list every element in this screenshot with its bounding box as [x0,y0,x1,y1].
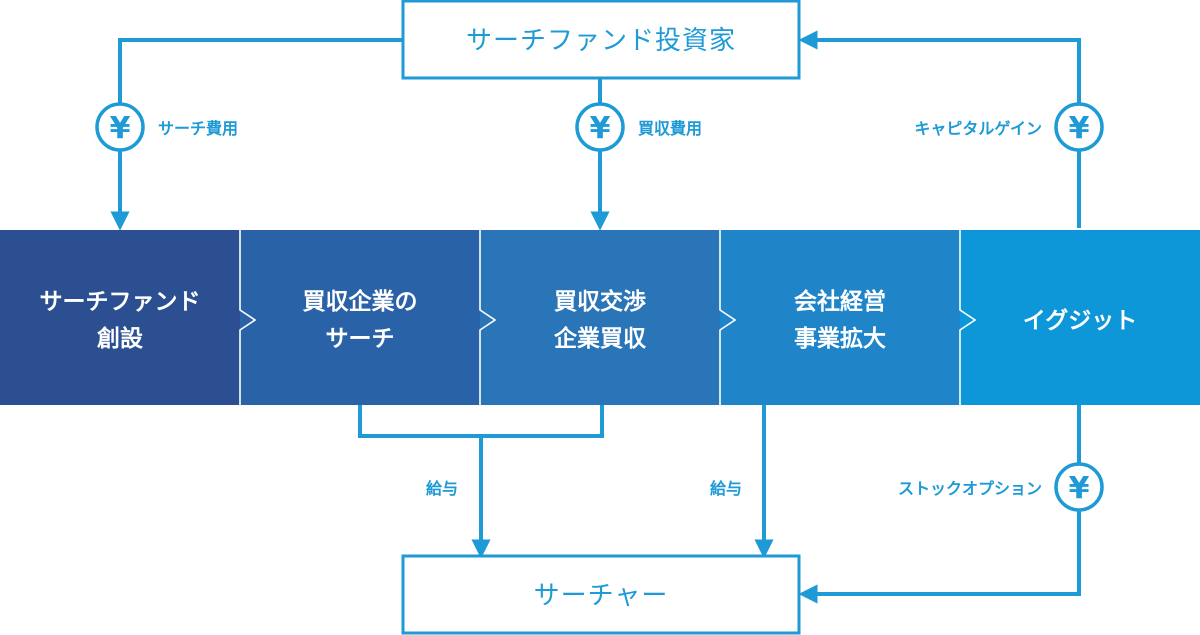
svg-text:¥: ¥ [1069,111,1090,146]
salary-label-1: 給与 [426,479,458,498]
searcher-box: サーチャー [401,554,801,635]
stage-2-line-2: サーチ [326,326,395,352]
yen-coin-icon: ¥ [1054,102,1104,152]
stock-option-line [798,405,1081,604]
stage-2-line-1: 買収企業の [303,288,418,315]
stage-4-block [720,230,960,405]
separator-chevron-icon [479,230,497,405]
stage-3-line-1: 買収交渉 [554,288,646,315]
svg-text:¥: ¥ [110,111,131,146]
stage-5-line-1: イグジット [1023,307,1138,334]
stage-band: サーチファンド 創設 買収企業の サーチ 買収交渉 企業買収 会社経営 事業拡大… [0,230,1200,405]
stage-2-block [240,230,480,405]
investor-box: サーチファンド投資家 [401,0,801,80]
search-cost-line [110,38,402,231]
acquisition-cost-label: 買収費用 [638,119,702,138]
stage-1-line-1: サーチファンド [40,289,201,315]
stage-separators [239,230,977,405]
capital-gain-label: キャピタルゲイン [914,119,1042,138]
separator-chevron-icon [719,230,737,405]
stage-3-block [480,230,720,405]
stage-5-block [960,230,1200,405]
capital-gain-line [798,30,1081,228]
svg-text:¥: ¥ [590,111,611,146]
separator-chevron-icon [239,230,257,405]
svg-text:¥: ¥ [1069,471,1090,506]
search-cost-label: サーチ費用 [158,119,238,138]
stage-1-line-2: 創設 [97,325,144,352]
stage-1-block [0,230,240,405]
investor-label: サーチファンド投資家 [466,26,736,56]
searcher-label: サーチャー [534,581,669,611]
separator-chevron-icon [959,230,977,405]
salary-bracket-line [358,405,604,438]
stage-4-line-1: 会社経営 [794,288,886,315]
yen-coin-icon: ¥ [575,102,625,152]
yen-coin-icon: ¥ [95,102,145,152]
stage-3-line-2: 企業買収 [553,325,647,352]
yen-coin-icon: ¥ [1054,462,1104,512]
salary-label-2: 給与 [710,479,742,498]
stage-4-line-2: 事業拡大 [794,325,886,352]
stock-option-label: ストックオプション [898,479,1042,498]
